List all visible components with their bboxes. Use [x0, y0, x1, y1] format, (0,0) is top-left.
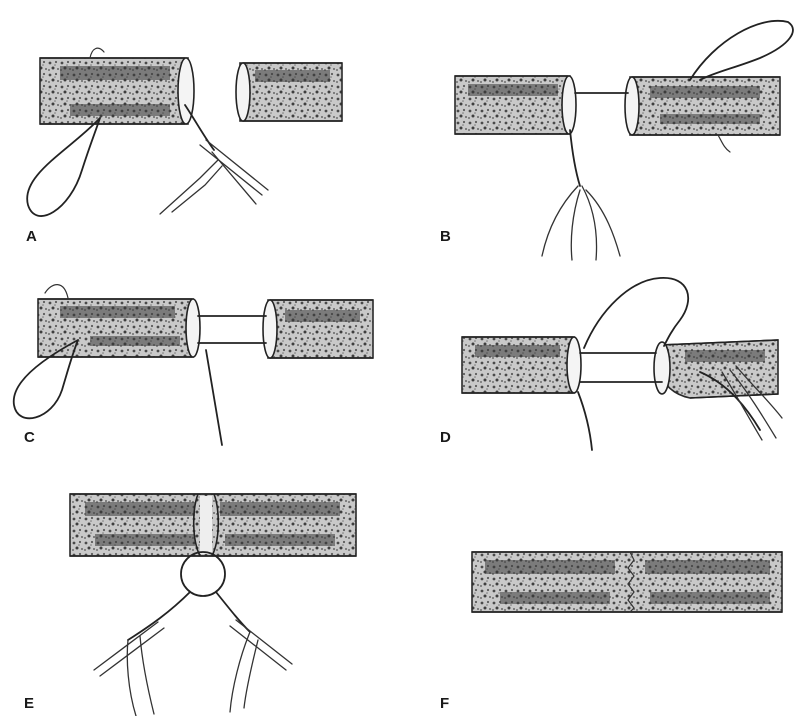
panel-label-c: C	[24, 429, 35, 446]
vessel-joined	[70, 494, 356, 556]
panel-label-e: E	[24, 695, 34, 712]
panel-e: E	[24, 494, 356, 716]
vessel-segment-left	[455, 76, 576, 134]
suture-thread	[206, 350, 222, 445]
panel-label-a: A	[26, 228, 37, 245]
panel-label-b: B	[440, 228, 451, 245]
panel-label-d: D	[440, 429, 451, 446]
forceps	[160, 140, 268, 214]
panel-d: D	[440, 278, 782, 450]
forceps-left	[94, 622, 164, 716]
suture-loop	[690, 21, 793, 80]
forceps	[542, 186, 620, 260]
panel-label-f: F	[440, 695, 449, 712]
vessel-segment-left	[462, 337, 581, 393]
panel-f: F	[440, 552, 782, 712]
vessel-completed	[472, 552, 782, 612]
suture-loop	[27, 118, 100, 216]
panel-b: B	[440, 21, 793, 260]
vessel-segment-right	[236, 63, 342, 121]
vessel-segment-right	[625, 77, 780, 135]
vessel-segment-right	[654, 340, 778, 398]
panel-c: C	[14, 285, 373, 446]
suture-knot-loop	[181, 552, 225, 596]
vessel-segment-right	[263, 300, 373, 358]
forceps-right	[230, 620, 292, 712]
vessel-segment-left	[40, 58, 194, 124]
suture-loop	[584, 278, 688, 348]
panel-a: A	[26, 48, 342, 245]
